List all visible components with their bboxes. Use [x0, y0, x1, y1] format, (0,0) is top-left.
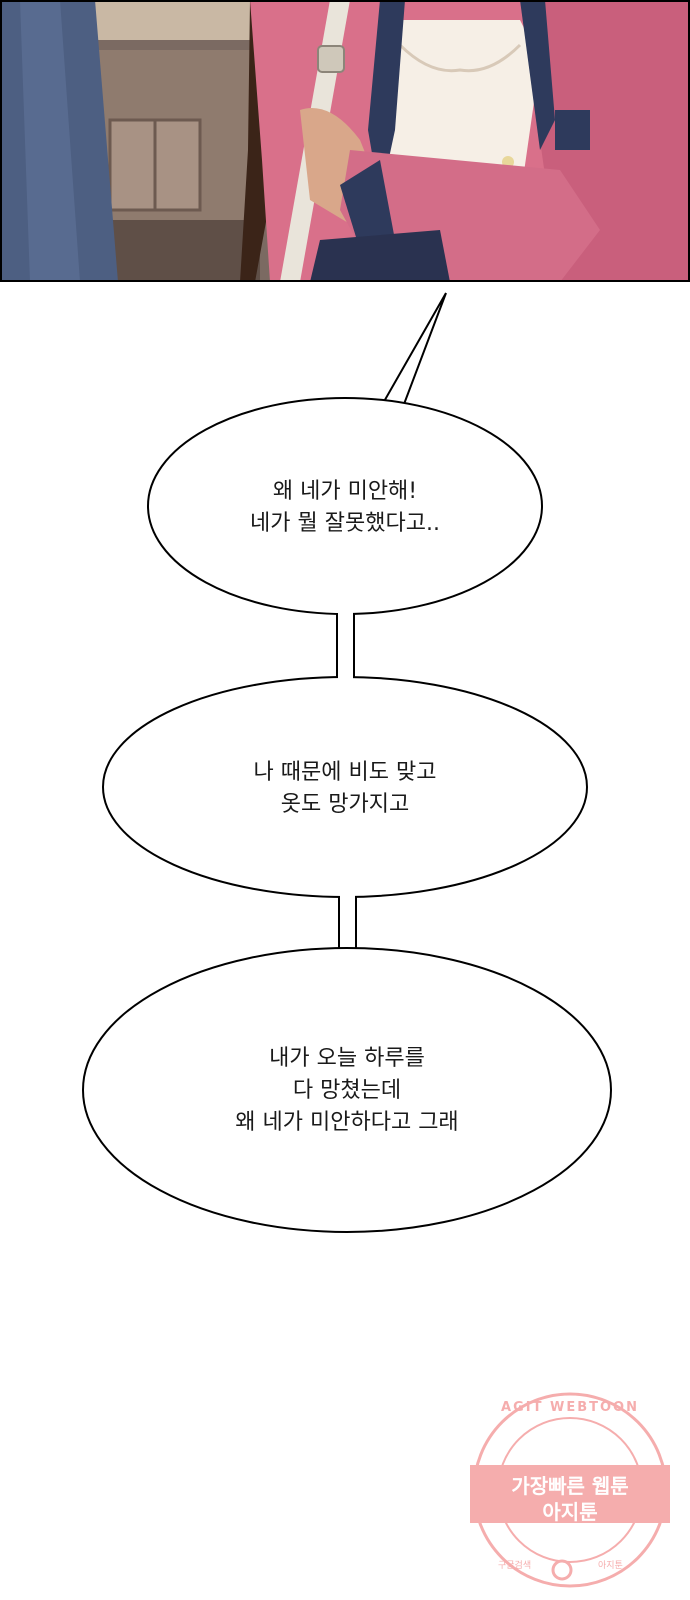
watermark-ring-icon — [470, 1392, 670, 1588]
bubble-1-line-1: 왜 네가 미안해! — [272, 479, 418, 504]
speech-bubble-2-text: 나 때문에 비도 맞고 옷도 망가지고 — [105, 757, 585, 821]
watermark-bottom-right: 아지툰 — [598, 1561, 623, 1571]
bubble-3-line-3: 왜 네가 미안하다고 그래 — [235, 1110, 459, 1135]
watermark-line-1: 가장빠른 웹툰 — [511, 1474, 629, 1498]
bubble-1-line-2: 네가 뭘 잘못했다고.. — [250, 511, 440, 536]
bubble-2-line-2: 옷도 망가지고 — [280, 792, 410, 817]
speech-bubble-3-text: 내가 오늘 하루를 다 망쳤는데 왜 네가 미안하다고 그래 — [105, 1043, 589, 1139]
character-illustration — [0, 0, 690, 282]
bubble-3-line-2: 다 망쳤는데 — [292, 1078, 402, 1103]
illustration-panel — [0, 0, 690, 282]
watermark-bottom-left: 구글검색 — [498, 1561, 532, 1571]
watermark-stamp: AGIT WEBTOON 가장빠른 웹툰 아지툰 구글검색 아지툰 — [470, 1390, 670, 1590]
watermark-line-2: 아지툰 — [542, 1500, 598, 1524]
bubble-3-line-1: 내가 오늘 하루를 — [269, 1046, 425, 1071]
watermark-ring-text: AGIT WEBTOON — [501, 1400, 639, 1415]
bubble-2-line-1: 나 때문에 비도 맞고 — [253, 760, 437, 785]
speech-bubble-1-text: 왜 네가 미안해! 네가 뭘 잘못했다고.. — [145, 476, 545, 540]
speech-bubble-3 — [82, 947, 612, 1233]
